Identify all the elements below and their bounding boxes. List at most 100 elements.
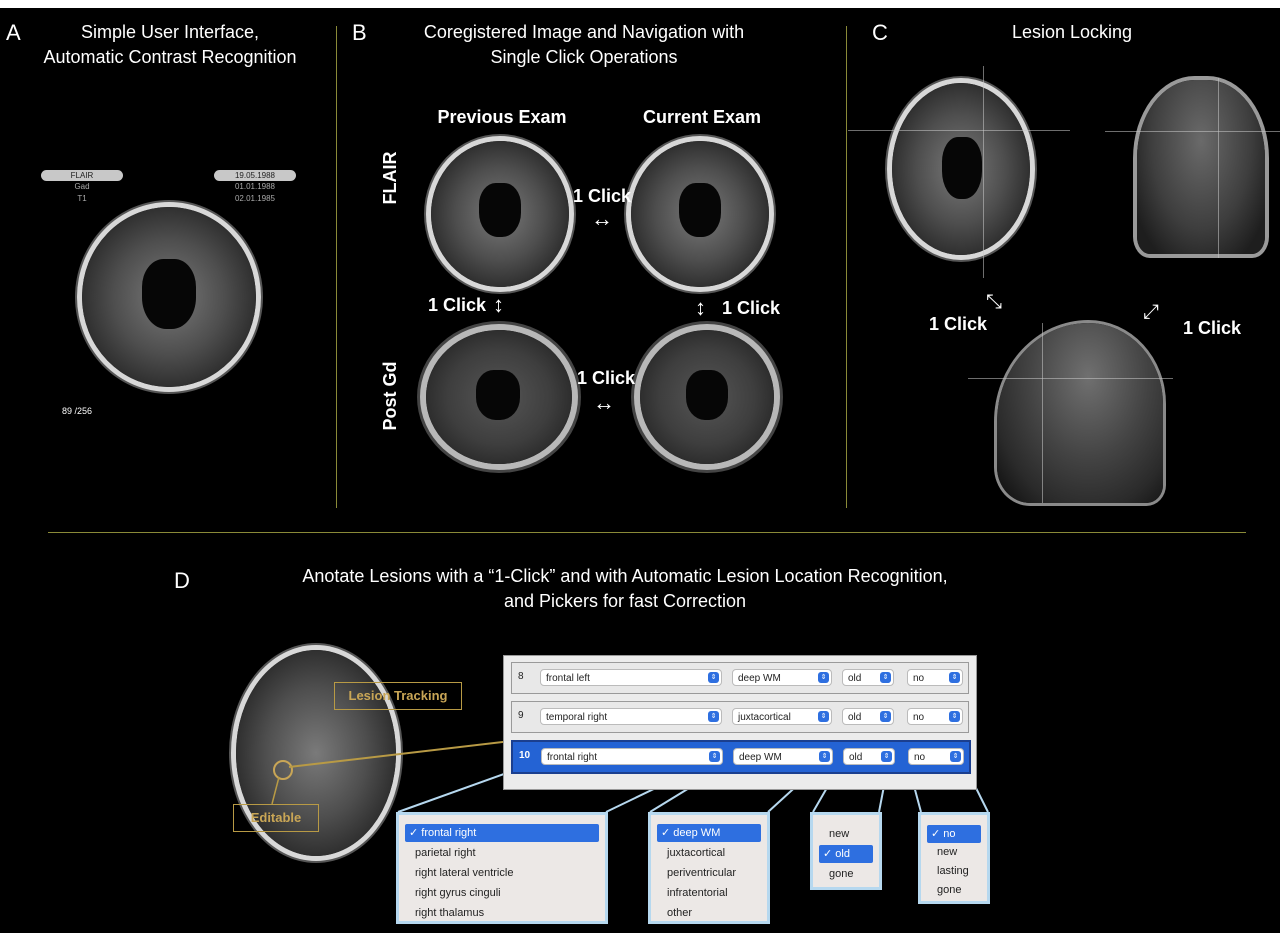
editable-link-line bbox=[271, 776, 280, 805]
picker-option[interactable]: right thalamus bbox=[415, 907, 485, 919]
type-dropdown[interactable]: deep WM ⇕ bbox=[733, 748, 833, 765]
date-option-2[interactable]: 02.01.1985 bbox=[234, 194, 276, 203]
panel-separator-ab bbox=[336, 26, 337, 508]
brain-image-current-flair[interactable] bbox=[631, 141, 769, 287]
panel-letter-d: D bbox=[174, 568, 190, 593]
status-dropdown[interactable]: old⇕ bbox=[843, 748, 895, 765]
enhancing-dropdown[interactable]: no ⇕ bbox=[907, 669, 963, 686]
picker-option[interactable]: gone bbox=[829, 868, 854, 880]
location-dropdown[interactable]: frontal right⇕ bbox=[541, 748, 723, 765]
brain-image-axial-locked[interactable] bbox=[892, 83, 1030, 255]
brain-image-axial-flair-a bbox=[82, 207, 256, 387]
lesion-tracking-label: Lesion Tracking bbox=[334, 682, 462, 710]
lesion-number: 8 bbox=[518, 671, 524, 682]
enhancing-value: no bbox=[913, 712, 925, 723]
brain-image-sagittal-locked[interactable] bbox=[997, 323, 1163, 503]
crosshair-horizontal-axial bbox=[848, 130, 1070, 131]
enhancing-dropdown[interactable]: no ⇕ bbox=[908, 748, 964, 765]
picker-option[interactable]: ✓ old bbox=[819, 845, 873, 863]
click-label-c-right: 1 Click bbox=[1183, 318, 1242, 338]
sequence-option-gad[interactable]: Gad bbox=[74, 182, 90, 191]
enhancing-dropdown[interactable]: no⇕ bbox=[907, 708, 963, 725]
column-label-previous: Previous Exam bbox=[437, 107, 567, 127]
panel-d-title-line1: Anotate Lesions with a “1-Click” and wit… bbox=[302, 566, 948, 586]
brain-image-previous-postgd[interactable] bbox=[426, 330, 572, 464]
figure-canvas: A Simple User Interface, Automatic Contr… bbox=[0, 8, 1280, 933]
table-row-selected[interactable]: 10 frontal right⇕ deep WM ⇕ old⇕ no ⇕ bbox=[511, 740, 971, 774]
picker-option[interactable]: ✓ no bbox=[927, 825, 981, 843]
ventricle-shape bbox=[142, 259, 196, 329]
status-dropdown[interactable]: old⇕ bbox=[842, 669, 894, 686]
type-value: deep WM bbox=[739, 752, 782, 763]
picker-option[interactable]: gone bbox=[937, 884, 962, 896]
location-dropdown[interactable]: frontal left⇕ bbox=[540, 669, 722, 686]
checkmark-icon: ✓ bbox=[409, 827, 419, 839]
type-dropdown[interactable]: deep WM⇕ bbox=[732, 669, 832, 686]
checkmark-icon: ✓ bbox=[931, 828, 941, 840]
picker-option[interactable]: right lateral ventricle bbox=[415, 867, 514, 879]
location-dropdown[interactable]: temporal right⇕ bbox=[540, 708, 722, 725]
diagonal-arrow-right-icon: ⤢ bbox=[1143, 301, 1159, 323]
lesion-table: 8 frontal left⇕ deep WM⇕ old⇕ no⇕ 9 temp… bbox=[503, 655, 977, 790]
panel-b-title: Coregistered Image and Navigation with S… bbox=[384, 20, 784, 70]
brain-image-previous-flair[interactable] bbox=[431, 141, 569, 287]
option-label: deep WM bbox=[673, 827, 721, 839]
crosshair-vertical-coronal bbox=[1218, 78, 1219, 258]
picker-option[interactable]: infratentorial bbox=[667, 887, 728, 899]
panel-b-title-line1: Coregistered Image and Navigation with bbox=[423, 22, 745, 42]
location-picker: ✓ frontal right parietal right right lat… bbox=[396, 812, 608, 924]
dropdown-chevron-icon: ⇕ bbox=[819, 751, 830, 762]
picker-option[interactable]: ✓ frontal right bbox=[405, 824, 599, 842]
panel-d-title: Anotate Lesions with a “1-Click” and wit… bbox=[230, 564, 1020, 614]
panel-b-title-line2: Single Click Operations bbox=[490, 47, 678, 67]
date-option-1[interactable]: 01.01.1988 bbox=[234, 182, 276, 191]
dropdown-chevron-icon: ⇕ bbox=[949, 672, 960, 683]
status-value: old bbox=[848, 712, 862, 723]
status-dropdown[interactable]: old⇕ bbox=[842, 708, 894, 725]
ventricle-shape bbox=[476, 370, 520, 420]
lesion-number: 10 bbox=[519, 750, 531, 761]
ventricle-shape bbox=[679, 183, 721, 237]
picker-option[interactable]: periventricular bbox=[667, 867, 737, 879]
type-value: juxtacortical bbox=[738, 712, 791, 723]
picker-option[interactable]: right gyrus cinguli bbox=[415, 887, 501, 899]
date-selector[interactable]: 19.05.1988 bbox=[214, 170, 296, 181]
picker-option[interactable]: lasting bbox=[937, 865, 969, 877]
picker-option[interactable]: ✓ deep WM bbox=[657, 824, 761, 842]
click-label-c-left: 1 Click bbox=[929, 314, 988, 334]
panel-c-title: Lesion Locking bbox=[1011, 22, 1133, 42]
panel-a-title-line1: Simple User Interface, bbox=[80, 22, 260, 42]
brain-image-axial-annotation[interactable] bbox=[236, 650, 396, 856]
picker-option[interactable]: new bbox=[829, 828, 850, 840]
panel-d-title-line2: and Pickers for fast Correction bbox=[503, 591, 747, 611]
panel-separator-bc bbox=[846, 26, 847, 508]
option-label: frontal right bbox=[421, 827, 477, 839]
brain-image-current-postgd[interactable] bbox=[640, 330, 774, 464]
brain-image-coronal-locked[interactable] bbox=[1137, 80, 1265, 254]
dropdown-chevron-icon: ⇕ bbox=[950, 751, 961, 762]
click-label-flair-horizontal: 1 Click bbox=[573, 186, 632, 206]
crosshair-horizontal-sagittal bbox=[968, 378, 1173, 379]
location-value: temporal right bbox=[546, 712, 608, 723]
enhancing-value: no bbox=[913, 673, 925, 684]
dropdown-chevron-icon: ⇕ bbox=[709, 751, 720, 762]
double-arrow-horizontal-icon: ↔ bbox=[593, 390, 615, 415]
picker-option[interactable]: new bbox=[937, 846, 958, 858]
picker-option[interactable]: other bbox=[667, 907, 693, 919]
sequence-selector-flair[interactable]: FLAIR bbox=[41, 170, 123, 181]
lesion-link-line bbox=[288, 740, 512, 768]
picker-option[interactable]: juxtacortical bbox=[667, 847, 726, 859]
dropdown-chevron-icon: ⇕ bbox=[708, 672, 719, 683]
slice-counter: 89 /256 bbox=[62, 406, 93, 416]
crosshair-vertical-sagittal bbox=[1042, 323, 1043, 503]
lesion-number: 9 bbox=[518, 710, 524, 721]
sequence-option-t1[interactable]: T1 bbox=[77, 194, 87, 203]
type-dropdown[interactable]: juxtacortical⇕ bbox=[732, 708, 832, 725]
lesion-marker[interactable] bbox=[273, 760, 293, 780]
picker-option[interactable]: parietal right bbox=[415, 847, 476, 859]
table-row[interactable]: 8 frontal left⇕ deep WM⇕ old⇕ no ⇕ bbox=[511, 662, 969, 694]
checkmark-icon: ✓ bbox=[823, 848, 833, 860]
table-row[interactable]: 9 temporal right⇕ juxtacortical⇕ old⇕ no… bbox=[511, 701, 969, 733]
enhancing-value: no bbox=[914, 752, 926, 763]
panel-separator-horizontal bbox=[48, 532, 1246, 533]
